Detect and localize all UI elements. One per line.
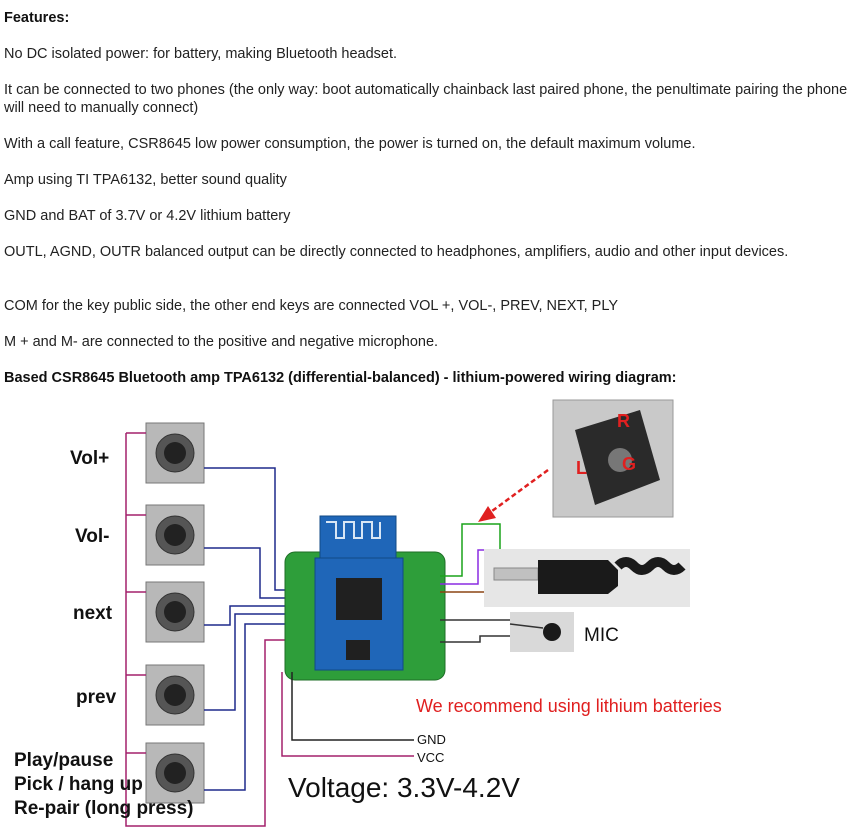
jack-label-l: L <box>576 458 587 478</box>
label-vol-minus: Vol- <box>75 526 109 547</box>
label-play-pause: Play/pause <box>14 750 113 771</box>
mic-label: MIC <box>584 625 619 646</box>
button-vol-plus <box>145 422 205 484</box>
microphone-photo <box>509 612 574 652</box>
paragraph-6: OUTL, AGND, OUTR balanced output can be … <box>4 244 789 260</box>
mic-wires <box>440 619 510 643</box>
button-play <box>145 742 205 804</box>
label-prev: prev <box>76 687 117 708</box>
label-next: next <box>73 603 113 624</box>
jack-socket-photo: R L G <box>552 399 674 518</box>
paragraph-3: With a call feature, CSR8645 low power c… <box>4 136 696 152</box>
wiring-diagram: Vol+ Vol- next prev Play/pause Pick / ha… <box>14 399 722 827</box>
paragraph-8: M + and M- are connected to the positive… <box>4 334 439 350</box>
jack-label-r: R <box>617 411 630 431</box>
label-pick-hang-up: Pick / hang up <box>14 774 143 795</box>
red-arrow-icon <box>478 468 549 522</box>
button-next <box>145 581 205 643</box>
bluetooth-module <box>284 515 446 681</box>
power-wires <box>281 672 414 757</box>
label-vol-plus: Vol+ <box>70 448 109 469</box>
paragraph-4: Amp using TI TPA6132, better sound quali… <box>4 172 287 188</box>
diagram-title: Based CSR8645 Bluetooth amp TPA6132 (dif… <box>4 370 677 386</box>
headphone-plug-photo <box>484 549 690 607</box>
paragraph-7: COM for the key public side, the other e… <box>4 298 619 314</box>
paragraph-5: GND and BAT of 3.7V or 4.2V lithium batt… <box>4 208 291 224</box>
voltage-label: Voltage: 3.3V-4.2V <box>288 772 520 803</box>
com-wires <box>125 432 290 827</box>
gnd-label: GND <box>417 732 446 747</box>
antenna-icon <box>326 521 381 539</box>
tactile-buttons <box>145 422 205 804</box>
button-prev <box>145 664 205 726</box>
paragraph-1: No DC isolated power: for battery, makin… <box>4 46 398 62</box>
jack-label-g: G <box>622 454 636 474</box>
vcc-label: VCC <box>417 750 444 765</box>
features-heading: Features: <box>4 10 70 26</box>
recommend-text: We recommend using lithium batteries <box>416 696 722 716</box>
paragraph-2: It can be connected to two phones (the o… <box>4 82 848 116</box>
label-re-pair: Re-pair (long press) <box>14 798 193 819</box>
button-vol-minus <box>145 504 205 566</box>
key-wires <box>204 467 290 791</box>
